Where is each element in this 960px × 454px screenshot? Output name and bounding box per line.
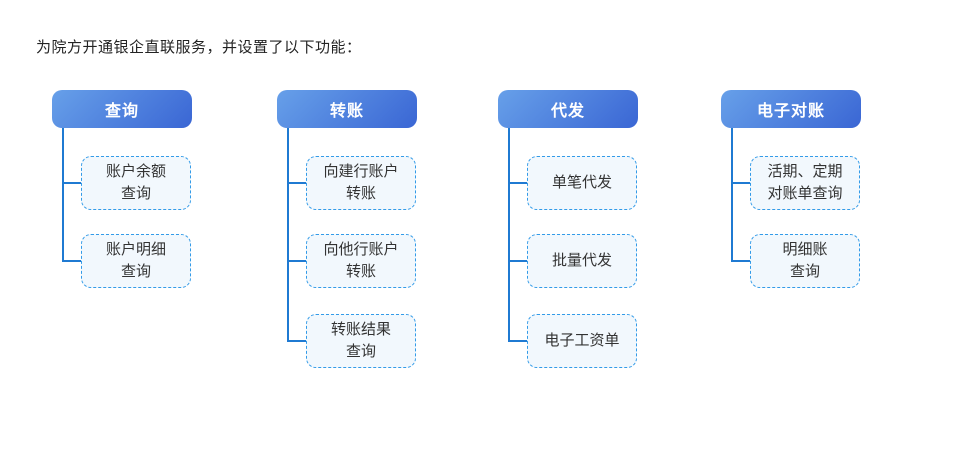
category-column-e-reconciliation: 电子对账 活期、定期 对账单查询 明细账 查询 (721, 90, 861, 380)
connector-vertical-line (508, 128, 510, 342)
connector-branch-line (287, 260, 307, 262)
connector-vertical-line (731, 128, 733, 262)
feature-box: 单笔代发 (527, 156, 637, 210)
category-header: 电子对账 (721, 90, 861, 128)
connector-branch-line (287, 340, 307, 342)
feature-box: 电子工资单 (527, 314, 637, 368)
connector-branch-line (508, 260, 528, 262)
feature-box: 活期、定期 对账单查询 (750, 156, 860, 210)
category-header: 查询 (52, 90, 192, 128)
category-header: 代发 (498, 90, 638, 128)
connector-vertical-line (62, 128, 64, 262)
category-column-query: 查询 账户余额 查询 账户明细 查询 (52, 90, 192, 380)
page-title: 为院方开通银企直联服务，并设置了以下功能： (36, 39, 362, 56)
feature-box: 账户余额 查询 (81, 156, 191, 210)
feature-box: 明细账 查询 (750, 234, 860, 288)
connector-branch-line (731, 260, 751, 262)
feature-box: 批量代发 (527, 234, 637, 288)
feature-box: 账户明细 查询 (81, 234, 191, 288)
category-column-transfer: 转账 向建行账户 转账 向他行账户 转账 转账结果 查询 (277, 90, 417, 380)
feature-box: 转账结果 查询 (306, 314, 416, 368)
category-column-agency-payment: 代发 单笔代发 批量代发 电子工资单 (498, 90, 638, 380)
bank-service-feature-diagram: 查询 账户余额 查询 账户明细 查询 转账 向建行账户 转账 向他行账户 转账 … (0, 90, 960, 390)
connector-branch-line (62, 260, 82, 262)
connector-branch-line (287, 182, 307, 184)
connector-branch-line (62, 182, 82, 184)
feature-box: 向他行账户 转账 (306, 234, 416, 288)
connector-branch-line (508, 182, 528, 184)
connector-vertical-line (287, 128, 289, 342)
feature-box: 向建行账户 转账 (306, 156, 416, 210)
connector-branch-line (508, 340, 528, 342)
category-header: 转账 (277, 90, 417, 128)
connector-branch-line (731, 182, 751, 184)
